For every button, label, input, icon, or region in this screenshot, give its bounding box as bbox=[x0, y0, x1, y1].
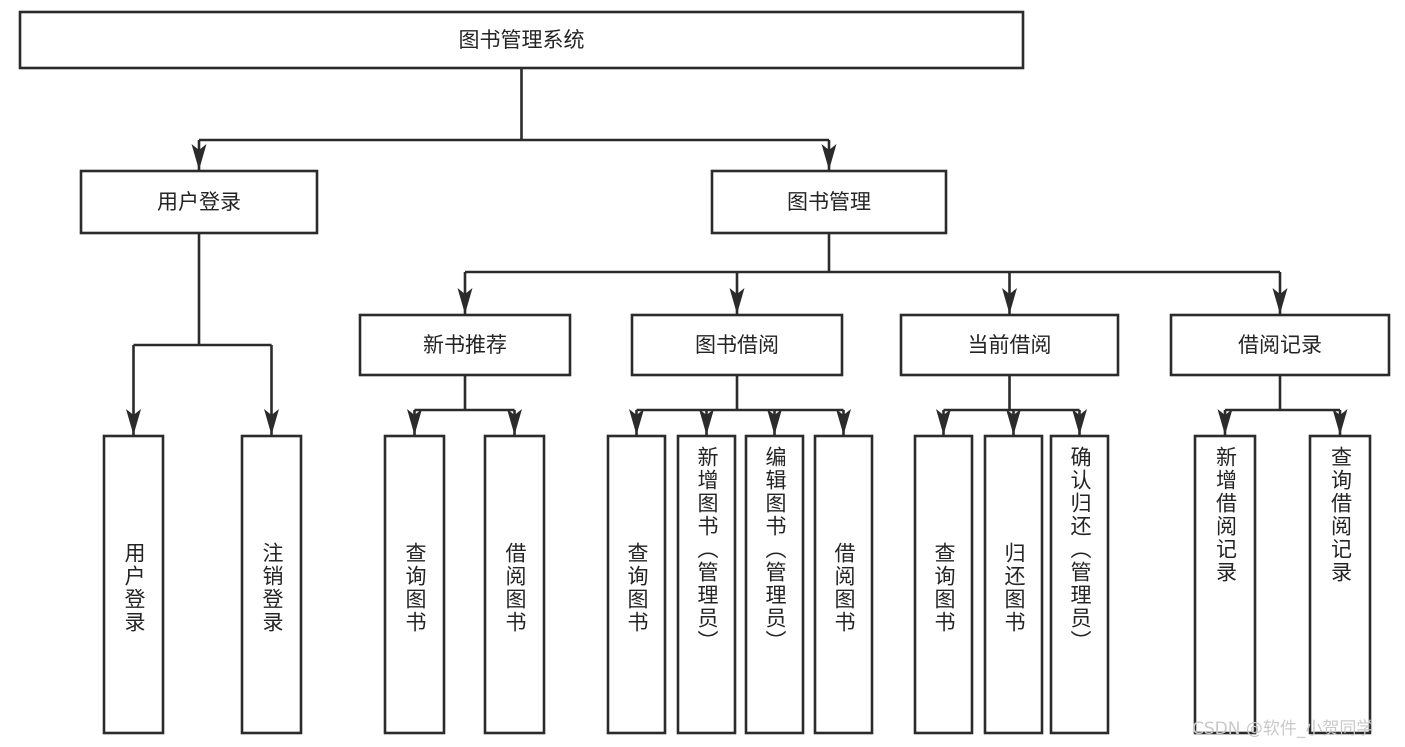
conn-book-borrow-arrow-3 bbox=[836, 409, 851, 435]
conn-borrow-record-arrow-0 bbox=[1217, 409, 1233, 435]
leaf-leaf-query-book-2[interactable] bbox=[606, 434, 667, 735]
conn-user-login-arrow-0 bbox=[126, 409, 141, 435]
node-current-borrow-rect[interactable] bbox=[899, 313, 1120, 377]
leaf-leaf-return-book-rect[interactable] bbox=[983, 434, 1044, 735]
leaf-leaf-logout[interactable] bbox=[240, 434, 303, 735]
leaf-leaf-query-book-3[interactable] bbox=[913, 434, 974, 735]
conn-book-manage-arrow-3 bbox=[1272, 288, 1288, 314]
node-book-borrow-label: 图书借阅 bbox=[695, 333, 779, 357]
node-current-borrow[interactable]: 当前借阅 bbox=[899, 313, 1120, 377]
conn-root-arrow-0 bbox=[191, 144, 207, 170]
node-book-manage-rect[interactable] bbox=[710, 169, 948, 235]
node-new-book-recommend-label: 新书推荐 bbox=[423, 333, 507, 357]
leaf-leaf-logout-rect[interactable] bbox=[240, 434, 303, 735]
leaf-leaf-query-record[interactable] bbox=[1308, 434, 1372, 735]
conn-current-borrow-arrow-0 bbox=[936, 409, 951, 435]
node-root-rect[interactable] bbox=[18, 10, 1025, 70]
node-borrow-record-label: 借阅记录 bbox=[1238, 333, 1322, 357]
conn-book-manage-arrow-0 bbox=[457, 288, 473, 314]
conn-current-borrow-arrow-2 bbox=[1072, 409, 1087, 435]
node-borrow-record[interactable]: 借阅记录 bbox=[1169, 313, 1391, 377]
leaf-leaf-query-book-1-rect[interactable] bbox=[383, 434, 446, 735]
connectors-layer bbox=[126, 68, 1348, 435]
node-book-borrow-rect[interactable] bbox=[630, 313, 844, 377]
leaf-leaf-borrow-book-1[interactable] bbox=[483, 434, 546, 735]
leaf-leaf-edit-book[interactable] bbox=[744, 434, 805, 735]
conn-user-login-arrow-1 bbox=[264, 409, 279, 435]
node-book-manage[interactable]: 图书管理 bbox=[710, 169, 948, 235]
leaf-leaf-borrow-book-2-rect[interactable] bbox=[813, 434, 874, 735]
node-root[interactable]: 图书管理系统 bbox=[18, 10, 1025, 70]
leaf-leaf-add-book[interactable] bbox=[676, 434, 737, 735]
node-borrow-record-rect[interactable] bbox=[1169, 313, 1391, 377]
conn-root-arrow-1 bbox=[821, 144, 837, 170]
node-user-login-rect[interactable] bbox=[79, 169, 319, 235]
conn-book-borrow-arrow-1 bbox=[699, 409, 714, 435]
leaf-leaf-user-login-rect[interactable] bbox=[102, 434, 165, 735]
leaf-leaf-user-login[interactable] bbox=[102, 434, 165, 735]
leaf-leaf-add-book-rect[interactable] bbox=[676, 434, 737, 735]
node-root-label: 图书管理系统 bbox=[459, 28, 585, 52]
leaf-leaf-return-book[interactable] bbox=[983, 434, 1044, 735]
leaf-leaf-confirm-return-rect[interactable] bbox=[1049, 434, 1110, 735]
conn-borrow-record-arrow-1 bbox=[1332, 409, 1348, 435]
leaf-leaf-confirm-return[interactable] bbox=[1049, 434, 1110, 735]
leaf-leaf-query-book-1[interactable] bbox=[383, 434, 446, 735]
leaf-leaf-query-record-rect[interactable] bbox=[1308, 434, 1372, 735]
node-current-borrow-label: 当前借阅 bbox=[968, 333, 1052, 357]
conn-new-book-recommend-arrow-0 bbox=[407, 409, 422, 435]
leaf-leaf-add-record-rect[interactable] bbox=[1193, 434, 1257, 735]
conn-new-book-recommend-arrow-1 bbox=[507, 409, 522, 435]
node-new-book-recommend-rect[interactable] bbox=[358, 313, 572, 377]
node-user-login-label: 用户登录 bbox=[157, 190, 241, 214]
leaf-leaf-query-book-3-rect[interactable] bbox=[913, 434, 974, 735]
conn-book-manage-arrow-1 bbox=[729, 288, 745, 314]
leaf-leaf-borrow-book-2[interactable] bbox=[813, 434, 874, 735]
leaf-leaf-add-record[interactable] bbox=[1193, 434, 1257, 735]
node-book-borrow[interactable]: 图书借阅 bbox=[630, 313, 844, 377]
node-new-book-recommend[interactable]: 新书推荐 bbox=[358, 313, 572, 377]
conn-book-manage-arrow-2 bbox=[1002, 288, 1017, 314]
leaf-leaf-borrow-book-1-rect[interactable] bbox=[483, 434, 546, 735]
leaf-leaf-edit-book-rect[interactable] bbox=[744, 434, 805, 735]
conn-current-borrow-arrow-1 bbox=[1006, 409, 1021, 435]
leaf-leaf-query-book-2-rect[interactable] bbox=[606, 434, 667, 735]
node-user-login[interactable]: 用户登录 bbox=[79, 169, 319, 235]
node-book-manage-label: 图书管理 bbox=[787, 190, 871, 214]
conn-book-borrow-arrow-0 bbox=[629, 409, 644, 435]
conn-book-borrow-arrow-2 bbox=[767, 409, 782, 435]
